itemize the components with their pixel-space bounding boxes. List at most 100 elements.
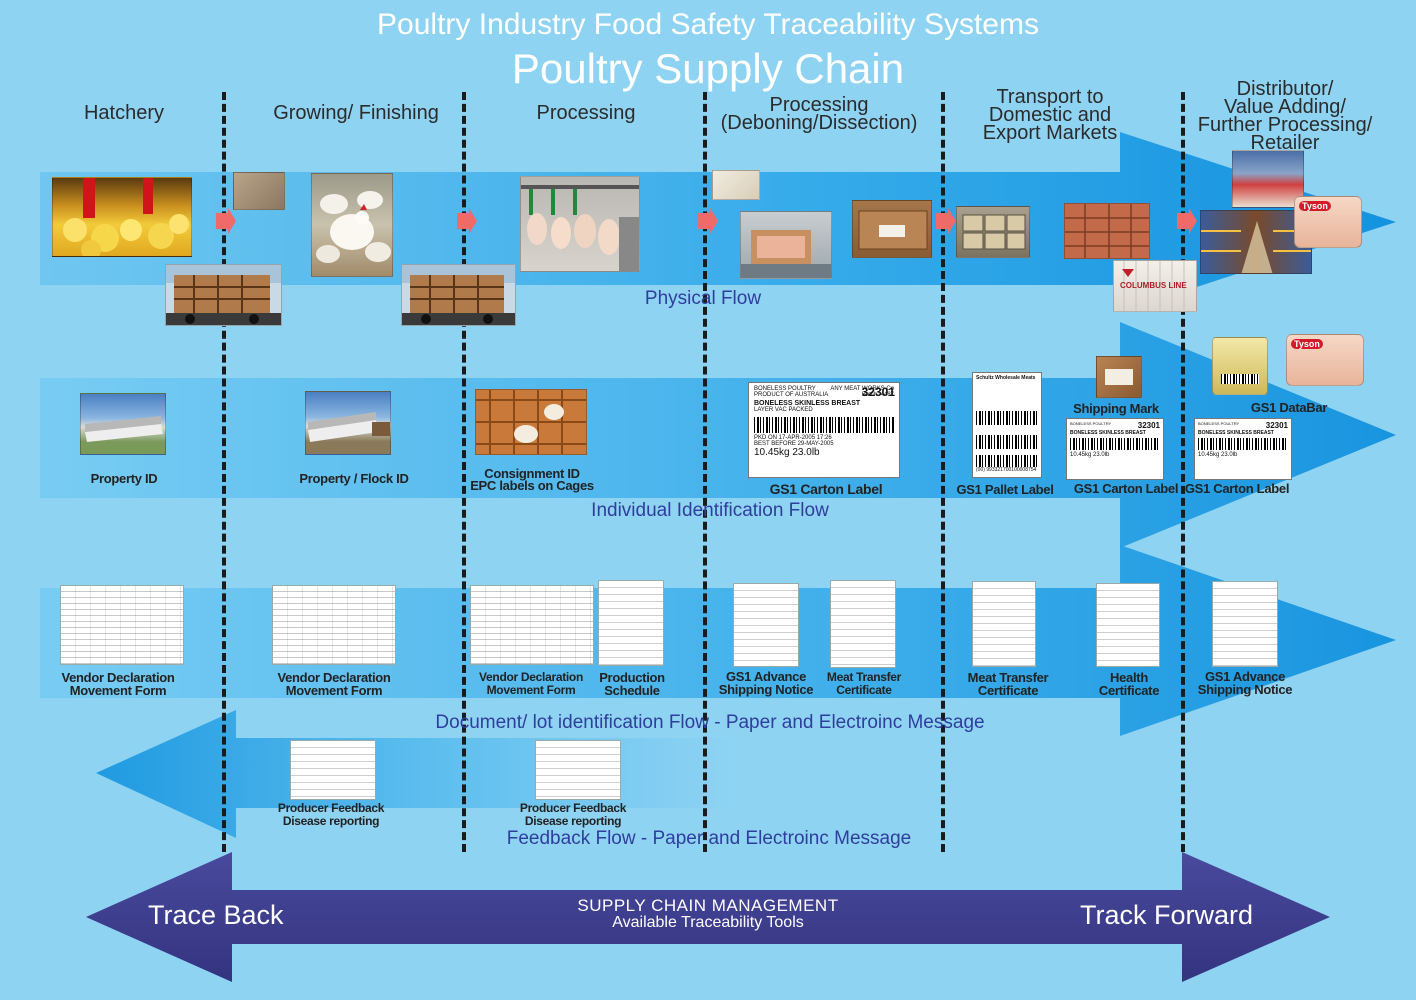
stage-connectors [216, 208, 1197, 234]
chicken-cage-photo [475, 389, 587, 455]
vendor-declaration-form-image [470, 585, 594, 665]
producer-feedback-caption-1: Producer Feedback Disease reporting [277, 801, 385, 828]
health-certificate-caption: Health Certificate [1098, 670, 1160, 698]
label-barcode [1070, 438, 1160, 450]
stage-hatchery: Hatchery [83, 102, 165, 124]
mtc-caption-2: Meat Transfer Certificate [967, 670, 1049, 698]
advance-shipping-notice-image [733, 583, 799, 667]
deboning-photo [740, 211, 832, 279]
label-barcode [1198, 438, 1288, 450]
stage-divider [703, 92, 707, 852]
packed-box-photo [852, 200, 932, 258]
label-number: 32301 [1265, 421, 1288, 430]
property-flock-id-caption: Property / Flock ID [299, 471, 409, 486]
production-schedule-caption: Production Schedule [599, 670, 665, 698]
stage-distributor: Distributor/ Value Adding/ Further Proce… [1197, 78, 1373, 154]
gs1-pallet-label-caption: GS1 Pallet Label [956, 482, 1054, 497]
shipping-mark-caption: Shipping Mark [1073, 401, 1159, 416]
stage-processing-deboning: Processing (Deboning/Dissection) [720, 94, 918, 134]
label-weight: 10.45kg 23.0lb [1198, 452, 1238, 458]
truck-photo [165, 264, 282, 326]
connector-arrow [698, 208, 718, 234]
property-id-caption: Property ID [90, 471, 158, 486]
label-weight: 10.45kg 23.0lb [754, 447, 820, 458]
traceability-tools-label: Available Traceability Tools [612, 914, 804, 931]
feedback-flow-label: Feedback Flow - Paper and Electroinc Mes… [506, 828, 912, 849]
pallet-barcode [976, 455, 1038, 467]
producer-feedback-caption-2: Producer Feedback Disease reporting [519, 801, 627, 828]
label-batch: Batch: 4487 [861, 392, 894, 398]
processing-line-photo [520, 176, 640, 272]
page-subtitle: Poultry Supply Chain [511, 45, 905, 92]
gs1-databar-caption: GS1 DataBar [1250, 400, 1328, 415]
producer-feedback-form-image [290, 740, 376, 800]
carton-box-photo [712, 170, 760, 200]
tyson-databar-pack-photo: Tyson [1286, 334, 1364, 386]
connector-arrow [1177, 208, 1197, 234]
container-brand-text: COLUMBUS LINE [1120, 281, 1187, 290]
chickens-photo [311, 173, 393, 277]
label-weight: 10.45kg 23.0lb [1070, 452, 1110, 458]
vdmf-caption-2: Vendor Declaration Movement Form [277, 670, 391, 698]
shipping-container-photo: COLUMBUS LINE [1113, 260, 1197, 312]
label-product: BONELESS SKINLESS BREAST [1198, 430, 1274, 436]
label-product: BONELESS SKINLESS BREAST [1070, 430, 1146, 436]
production-schedule-image [598, 580, 664, 666]
label-number: 32301 [861, 385, 895, 399]
label-packed-on: PKD ON 17-APR-2005 17:26 [754, 435, 832, 441]
stage-divider [462, 92, 466, 852]
identification-flow-label: Individual Identification Flow [591, 500, 829, 521]
physical-flow-label: Physical Flow [644, 288, 762, 309]
asn-caption-1: GS1 Advance Shipping Notice [718, 669, 814, 697]
meat-transfer-certificate-image [830, 580, 896, 668]
asn-caption-2: GS1 Advance Shipping Notice [1197, 669, 1293, 697]
databar-barcode [1221, 374, 1259, 384]
gs1-carton-label-caption-2: GS1 Carton Label [1073, 481, 1179, 496]
databar-pack-photo [1212, 337, 1268, 395]
brand-logo: Tyson [1299, 201, 1331, 211]
gs1-carton-label-image-small: BONELESS POULTRY 32301 BONELESS SKINLESS … [1066, 418, 1164, 480]
health-certificate-image [1096, 583, 1160, 667]
pallet-photo [956, 206, 1030, 258]
consignment-id-caption: Consignment ID [484, 466, 580, 481]
retail-store-photo [1232, 150, 1304, 208]
label-origin: PRODUCT OF AUSTRALIA [754, 392, 829, 398]
vdmf-caption-1: Vendor Declaration Movement Form [61, 670, 175, 698]
label-works: ANY MEAT WORKS Co [830, 386, 894, 392]
farm-flock-photo [305, 391, 391, 455]
chick-handling-photo [233, 172, 285, 210]
connector-arrow [216, 208, 236, 234]
gs1-carton-label-caption-3: GS1 Carton Label [1184, 481, 1290, 496]
connector-arrow [936, 208, 956, 234]
stage-processing: Processing [536, 102, 636, 124]
vendor-declaration-form-image [272, 585, 396, 665]
label-best-before: BEST BEFORE 29-MAY-2005 [754, 441, 834, 447]
supply-chain-management-arrow [86, 852, 1330, 982]
farm-shed-photo [80, 393, 166, 455]
label-number: 32301 [1137, 421, 1160, 430]
stage-divider [222, 92, 226, 852]
gs1-carton-label-caption: GS1 Carton Label [769, 481, 883, 497]
meat-transfer-certificate-image [972, 581, 1036, 667]
stage-transport: Transport to Domestic and Export Markets [982, 86, 1118, 144]
pallet-company: Schultz Wholesale Meats [976, 375, 1036, 381]
stage-divider [1181, 92, 1185, 852]
page-title: Poultry Industry Food Safety Traceabilit… [377, 8, 1039, 41]
label-company: BONELESS POULTRY [754, 386, 816, 392]
truck-photo [401, 264, 516, 326]
advance-shipping-notice-image [1212, 581, 1278, 667]
label-company: BONELESS POULTRY [1070, 421, 1112, 426]
vendor-declaration-form-image [60, 585, 184, 665]
producer-feedback-form-image [535, 740, 621, 800]
brand-logo: Tyson [1291, 339, 1323, 349]
gs1-carton-label-image: BONELESS POULTRY ANY MEAT WORKS Co PRODUC… [748, 382, 900, 478]
supply-chain-management-label: SUPPLY CHAIN MANAGEMENT [577, 896, 839, 915]
trace-back-label: Trace Back [148, 900, 284, 930]
identification-flow-arrow [40, 322, 1396, 548]
cold-store-photo [1064, 203, 1150, 259]
gs1-pallet-label-image: Schultz Wholesale Meats (00) 99332170010… [972, 372, 1042, 478]
document-flow-arrow [40, 545, 1396, 736]
epc-labels-caption: EPC labels on Cages [470, 478, 594, 493]
warehouse-photo [1200, 210, 1312, 274]
